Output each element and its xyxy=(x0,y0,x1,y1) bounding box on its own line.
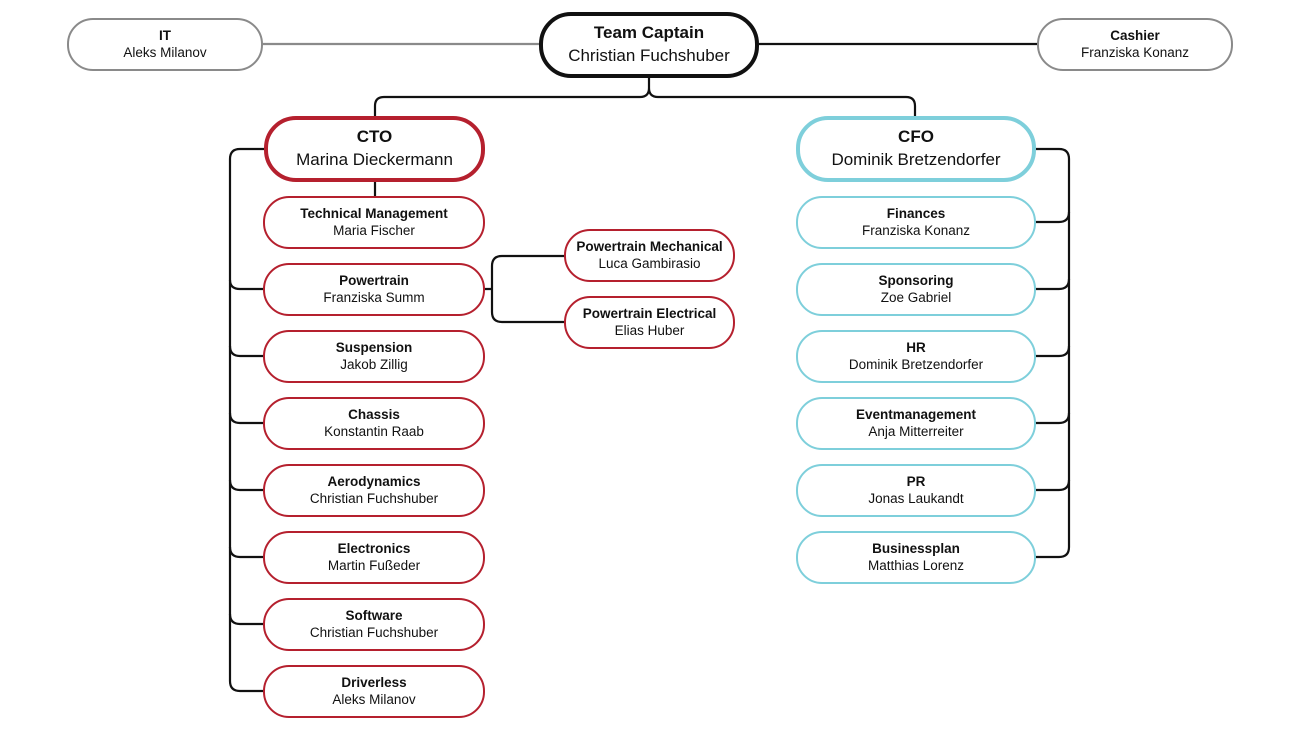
cto-dept-suspension: Suspension Jakob Zillig xyxy=(263,330,485,383)
cto-dept-chassis: Chassis Konstantin Raab xyxy=(263,397,485,450)
dept-person: Jakob Zillig xyxy=(340,356,408,372)
dept-person: Franziska Konanz xyxy=(861,222,971,238)
dept-role: Eventmanagement xyxy=(855,406,977,422)
cto-ticks xyxy=(228,279,264,626)
powertrain-bracket xyxy=(484,254,566,324)
dept-role: Software xyxy=(345,607,403,623)
dept-person: Dominik Bretzendorfer xyxy=(848,356,984,372)
dept-role: Electronics xyxy=(337,540,411,556)
powertrain-electrical-node: Powertrain Electrical Elias Huber xyxy=(564,296,735,349)
cto-dept-powertrain: Powertrain Franziska Summ xyxy=(263,263,485,316)
cto-bracket xyxy=(228,147,266,693)
dept-role: Sponsoring xyxy=(878,272,954,288)
dept-person: Jonas Laukandt xyxy=(868,490,964,506)
captain-person: Christian Fuchshuber xyxy=(568,46,730,65)
it-node: IT Aleks Milanov xyxy=(67,18,263,71)
cfo-dept-eventmanagement: Eventmanagement Anja Mitterreiter xyxy=(796,397,1036,450)
dept-role: Finances xyxy=(886,205,946,221)
cto-dept-software: Software Christian Fuchshuber xyxy=(263,598,485,651)
dept-person: Franziska Summ xyxy=(323,289,425,305)
captain-node: Team Captain Christian Fuchshuber xyxy=(539,12,759,78)
dept-person: Luca Gambirasio xyxy=(598,255,701,271)
dept-role: Driverless xyxy=(341,674,407,690)
captain-role: Team Captain xyxy=(593,23,705,43)
dept-person: Zoe Gabriel xyxy=(880,289,952,305)
cto-dept-driverless: Driverless Aleks Milanov xyxy=(263,665,485,718)
cfo-dept-pr: PR Jonas Laukandt xyxy=(796,464,1036,517)
dept-role: Technical Management xyxy=(300,205,448,221)
cto-dept-electronics: Electronics Martin Fußeder xyxy=(263,531,485,584)
dept-role: HR xyxy=(906,339,926,355)
dept-person: Aleks Milanov xyxy=(332,691,416,707)
cfo-ticks xyxy=(1035,211,1071,492)
cto-person: Marina Dieckermann xyxy=(296,150,453,169)
cto-node: CTO Marina Dieckermann xyxy=(264,116,485,182)
dept-role: Suspension xyxy=(335,339,413,355)
cfo-dept-hr: HR Dominik Bretzendorfer xyxy=(796,330,1036,383)
cfo-role: CFO xyxy=(898,127,934,147)
cfo-bracket xyxy=(1034,147,1071,559)
cfo-dept-finances: Finances Franziska Konanz xyxy=(796,196,1036,249)
cfo-dept-sponsoring: Sponsoring Zoe Gabriel xyxy=(796,263,1036,316)
dept-person: Maria Fischer xyxy=(333,222,415,238)
dept-person: Anja Mitterreiter xyxy=(868,423,964,439)
dept-person: Christian Fuchshuber xyxy=(309,624,439,640)
dept-role: Chassis xyxy=(348,406,400,422)
cto-dept-aerodynamics: Aerodynamics Christian Fuchshuber xyxy=(263,464,485,517)
it-role: IT xyxy=(159,27,171,43)
dept-role: PR xyxy=(906,473,926,489)
dept-role: Businessplan xyxy=(872,540,960,556)
dept-role: Aerodynamics xyxy=(327,473,421,489)
dept-role: Powertrain Mechanical xyxy=(576,238,723,254)
powertrain-mechanical-node: Powertrain Mechanical Luca Gambirasio xyxy=(564,229,735,282)
dept-role: Powertrain xyxy=(339,272,409,288)
cashier-node: Cashier Franziska Konanz xyxy=(1037,18,1233,71)
cto-role: CTO xyxy=(356,127,393,147)
it-person: Aleks Milanov xyxy=(123,44,207,60)
dept-person: Konstantin Raab xyxy=(324,423,424,439)
dept-person: Martin Fußeder xyxy=(327,557,421,573)
cfo-node: CFO Dominik Bretzendorfer xyxy=(796,116,1036,182)
cto-dept-technical-management: Technical Management Maria Fischer xyxy=(263,196,485,249)
dept-person: Matthias Lorenz xyxy=(867,557,965,573)
cashier-person: Franziska Konanz xyxy=(1080,44,1190,60)
captain-branch xyxy=(373,78,917,118)
cashier-role: Cashier xyxy=(1110,27,1160,43)
cfo-person: Dominik Bretzendorfer xyxy=(831,150,1001,169)
dept-role: Powertrain Electrical xyxy=(582,305,717,321)
dept-person: Elias Huber xyxy=(614,322,685,338)
dept-person: Christian Fuchshuber xyxy=(309,490,439,506)
cfo-dept-businessplan: Businessplan Matthias Lorenz xyxy=(796,531,1036,584)
